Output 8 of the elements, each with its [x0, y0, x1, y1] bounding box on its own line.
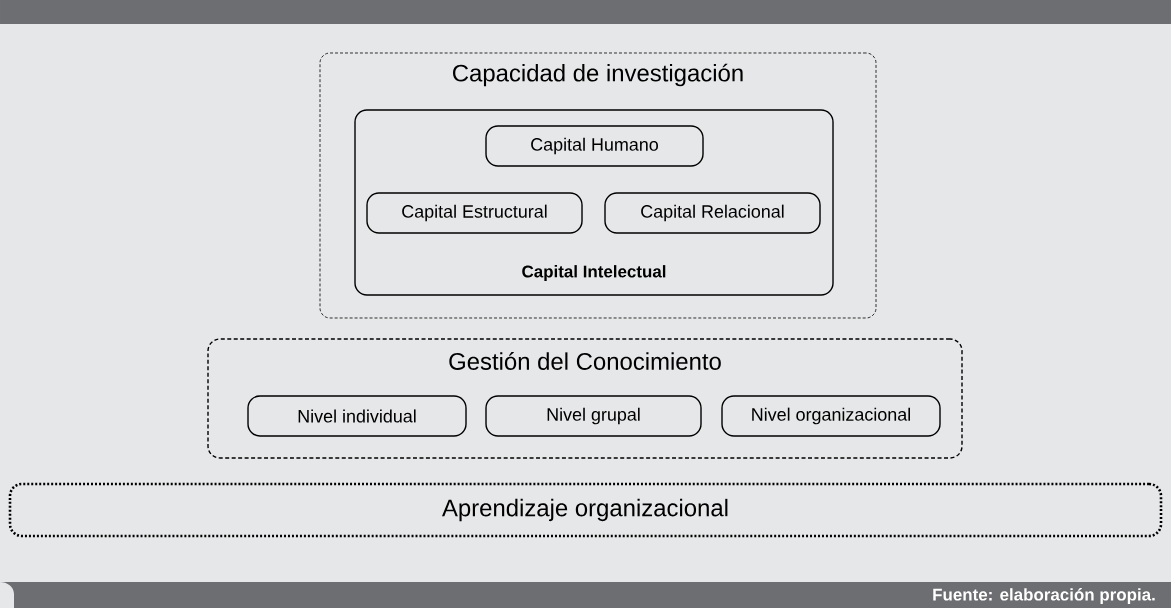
concept-box: Capital Humano: [485, 125, 704, 167]
concept-box: Capital Estructural: [366, 192, 583, 234]
concept-box: Nivel individual: [247, 395, 467, 437]
source-note: Fuente: elaboración propia.: [933, 588, 1155, 604]
concept-box: Nivel organizacional: [721, 395, 941, 437]
concept-box: Capital Relacional: [604, 192, 821, 234]
concept-box: Nivel grupal: [485, 395, 702, 437]
concept-box: Aprendizaje organizacional: [8, 482, 1163, 538]
